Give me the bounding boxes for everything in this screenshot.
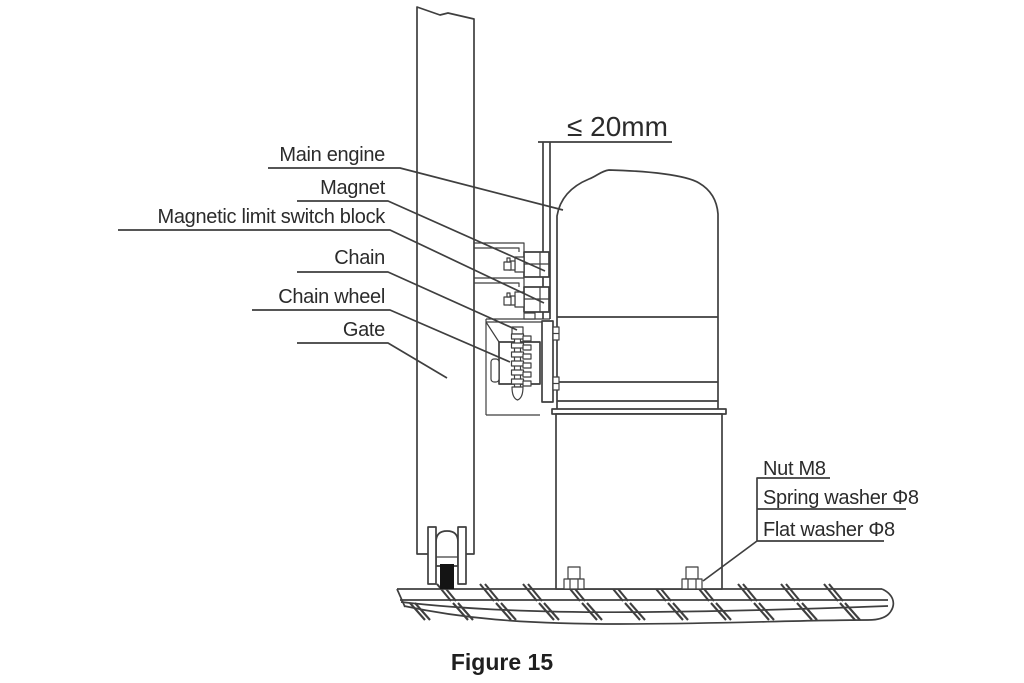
chain-end-link — [511, 386, 524, 401]
anchor-bolt-shaft — [567, 566, 581, 580]
anchor-bolt-left — [563, 566, 585, 590]
ground-wavy-line-upper — [400, 601, 889, 614]
label-flat-washer: Flat washer Φ8 — [763, 519, 895, 541]
gate-wheel-assembly — [427, 526, 467, 589]
leader-line — [118, 229, 545, 304]
leader-line — [252, 309, 511, 363]
limit-switch-assembly — [474, 277, 550, 313]
ground-left-cap — [396, 588, 406, 608]
switch-bolt-head — [503, 296, 512, 306]
gate-panel — [416, 6, 475, 555]
ground — [396, 583, 895, 625]
callout-magnet: Magnet — [297, 177, 546, 272]
callout-magnetic-limit-switch-block: Magnetic limit switch block — [118, 206, 545, 304]
leader-line — [297, 200, 546, 272]
gearbox-side-tab — [490, 358, 500, 383]
wheel-bracket-left — [427, 526, 437, 585]
label-magnet: Magnet — [320, 177, 386, 199]
label-magnetic-limit-switch-block: Magnetic limit switch block — [157, 206, 386, 228]
drive-flange — [541, 320, 554, 403]
ground-hatching-row1 — [436, 583, 844, 602]
engine-housing — [556, 169, 719, 409]
anchor-bolt-facets — [687, 579, 697, 589]
gate-rail — [440, 564, 454, 589]
chain-wheel-assembly — [485, 312, 560, 416]
magnet-bolt-head — [503, 261, 512, 271]
dimension-text: ≤ 20mm — [567, 111, 668, 142]
gate-outline — [416, 6, 475, 555]
callout-chain-wheel: Chain wheel — [252, 286, 511, 363]
leader-line — [268, 167, 564, 211]
ground-hatching-row2 — [409, 602, 861, 621]
callout-gate: Gate — [297, 319, 448, 379]
fastener-leader-lines — [702, 477, 906, 582]
switch-bolt-collar — [514, 291, 525, 308]
ground-wavy-line-lower — [403, 605, 869, 625]
leader-line — [297, 271, 518, 331]
gate-roller — [435, 530, 459, 567]
callout-main-engine: Main engine — [268, 144, 564, 211]
label-nut: Nut M8 — [763, 458, 826, 480]
anchor-bolt-facets — [569, 579, 579, 589]
magnet-assembly — [474, 242, 550, 278]
switch-bolt-nib — [506, 292, 511, 298]
main-engine-body — [551, 169, 727, 590]
anchor-bolt-nut — [563, 578, 585, 590]
gap-dimension: ≤ 20mm — [538, 111, 672, 319]
engine-base-box — [555, 413, 723, 590]
drive-top-plate — [486, 318, 550, 323]
anchor-bolt-nut — [681, 578, 703, 590]
magnet-bolt-nib — [506, 257, 511, 263]
sprocket-teeth — [522, 335, 532, 387]
label-gate: Gate — [343, 319, 385, 341]
anchor-bolt-shaft — [685, 566, 699, 580]
label-chain-wheel: Chain wheel — [278, 286, 385, 308]
anchor-bolt-right — [681, 566, 703, 590]
label-spring-washer: Spring washer Φ8 — [763, 487, 919, 509]
drive-plate-edges — [485, 319, 540, 416]
label-main-engine: Main engine — [279, 144, 385, 166]
engine-panel-lines — [557, 316, 718, 402]
wheel-bracket-right — [457, 526, 467, 585]
part-label-callouts: Main engine Magnet Magnetic limit switch… — [118, 144, 564, 379]
drive-top-tab — [523, 312, 536, 320]
fastener-label-callouts: Nut M8 Spring washer Φ8 Flat washer Φ8 — [702, 458, 919, 582]
figure-caption: Figure 15 — [451, 649, 553, 675]
callout-chain: Chain — [297, 247, 518, 331]
label-chain: Chain — [334, 247, 385, 269]
magnet-bracket — [474, 242, 525, 252]
ground-right-cap — [867, 588, 895, 621]
leader-line — [297, 342, 448, 379]
